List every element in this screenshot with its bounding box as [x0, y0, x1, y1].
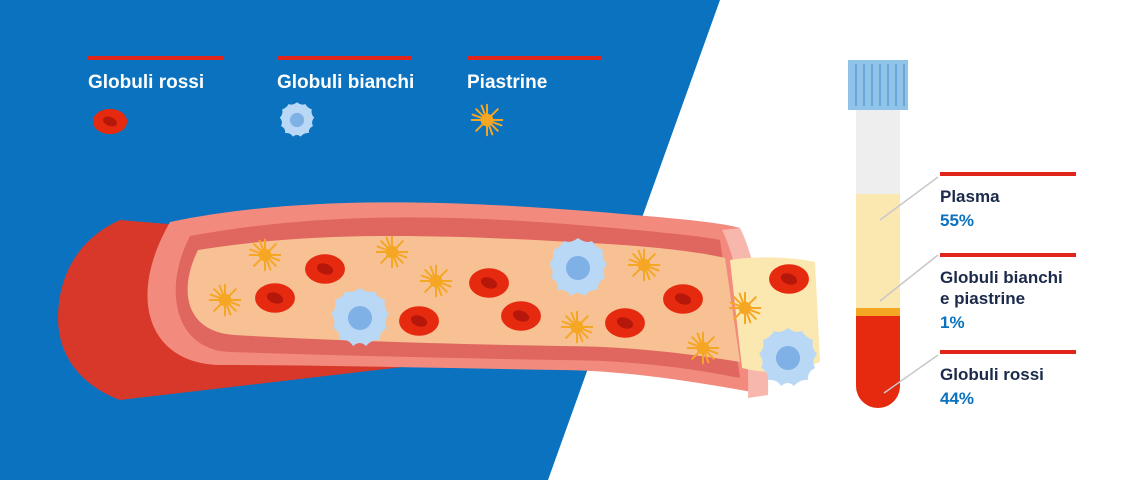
- legend-platelets: Piastrine: [467, 56, 602, 145]
- legend-label: Globuli rossi: [88, 72, 205, 93]
- component-value: 1%: [940, 313, 965, 332]
- tube-buffy-layer: [856, 308, 900, 316]
- component-label: Globuli rossi: [940, 365, 1044, 384]
- red-blood-cell: [305, 254, 345, 284]
- red-blood-cell-icon: [92, 108, 128, 135]
- red-blood-cell: [469, 268, 509, 298]
- platelet: [208, 283, 242, 317]
- legend-divider: [88, 56, 223, 60]
- platelet: [728, 291, 762, 325]
- legend-divider: [277, 56, 412, 60]
- platelet: [627, 248, 661, 282]
- platelet: [686, 331, 720, 365]
- component-value: 55%: [940, 211, 975, 230]
- platelet: [248, 238, 282, 272]
- legend-label: Globuli bianchi: [277, 72, 415, 93]
- tube-red-cell-layer: [856, 316, 900, 408]
- red-blood-cell: [399, 306, 439, 336]
- component-value: 44%: [940, 389, 975, 408]
- component-red-cells: Globuli rossi 44%: [940, 350, 1076, 409]
- platelet: [560, 310, 594, 344]
- white-blood-cell-icon: [279, 102, 315, 137]
- component-plasma: Plasma 55%: [940, 172, 1076, 231]
- red-blood-cell: [663, 284, 703, 314]
- platelet: [375, 235, 409, 269]
- red-blood-cell: [769, 264, 809, 294]
- component-divider: [940, 172, 1076, 176]
- component-divider: [940, 253, 1076, 257]
- legend-red-blood-cells: Globuli rossi: [88, 56, 223, 143]
- platelet-icon: [470, 103, 504, 137]
- component-divider: [940, 350, 1076, 354]
- component-white-cells-platelets: Globuli bianchi e piastrine 1%: [940, 253, 1076, 333]
- component-label: Globuli bianchi e piastrine: [940, 268, 1063, 308]
- platelet: [419, 264, 453, 298]
- red-blood-cell: [501, 301, 541, 331]
- test-tube: [848, 60, 939, 408]
- component-label: Plasma: [940, 187, 1000, 206]
- legend-label: Piastrine: [467, 72, 548, 93]
- red-blood-cell: [255, 283, 295, 313]
- legend-divider: [467, 56, 602, 60]
- tube-cap: [848, 60, 908, 110]
- red-blood-cell: [605, 308, 645, 338]
- tube-plasma-layer: [856, 194, 900, 308]
- legend-white-blood-cells: Globuli bianchi: [277, 56, 415, 145]
